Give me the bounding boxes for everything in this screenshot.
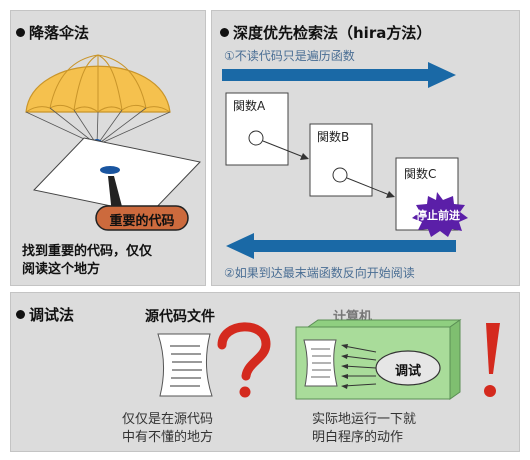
bullet-icon bbox=[220, 28, 229, 37]
right-caption-line1: 实际地运行一下就 bbox=[312, 412, 417, 427]
dfs-title: 深度优先检索法（hira方法） bbox=[220, 22, 431, 43]
func-b-label: 関数B bbox=[317, 130, 350, 144]
stop-label: 停止前进 bbox=[416, 209, 460, 222]
landing-spot bbox=[100, 166, 120, 174]
parachute-caption-line2: 阅读这个地方 bbox=[22, 262, 101, 277]
left-caption-line1: 仅仅是在源代码 bbox=[122, 412, 214, 427]
func-box-a bbox=[225, 92, 289, 166]
bullet-icon bbox=[16, 28, 25, 37]
callout-box bbox=[95, 205, 189, 231]
left-caption-line2: 中有不懂的地方 bbox=[122, 430, 214, 445]
dfs-step2: ②如果到达最末端函数反向开始阅读 bbox=[224, 266, 415, 280]
forward-arrow bbox=[222, 62, 456, 88]
stop-burst bbox=[412, 192, 468, 237]
right-caption-line2: 明白程序的动作 bbox=[312, 430, 404, 445]
bullet-icon bbox=[16, 310, 25, 319]
source-file-label: 源代码文件 bbox=[145, 309, 215, 325]
dfs-step1: ①不读代码只是遍历函数 bbox=[224, 49, 355, 63]
backward-arrow bbox=[226, 233, 456, 259]
func-c-label: 関数C bbox=[404, 167, 437, 181]
debugger-ellipse bbox=[375, 350, 441, 386]
callout-label: 重要的代码 bbox=[109, 214, 175, 229]
parachute-title: 降落伞法 bbox=[16, 22, 89, 43]
question-mark-icon bbox=[217, 322, 271, 398]
document-icon bbox=[157, 333, 213, 397]
parachute-caption-line1: 找到重要的代码，仅仅 bbox=[22, 244, 153, 259]
exclamation-icon bbox=[484, 323, 500, 397]
debug-title: 调试法 bbox=[16, 304, 74, 325]
debugger-label: 调试 bbox=[394, 364, 421, 379]
func-a-label: 関数A bbox=[233, 99, 266, 113]
